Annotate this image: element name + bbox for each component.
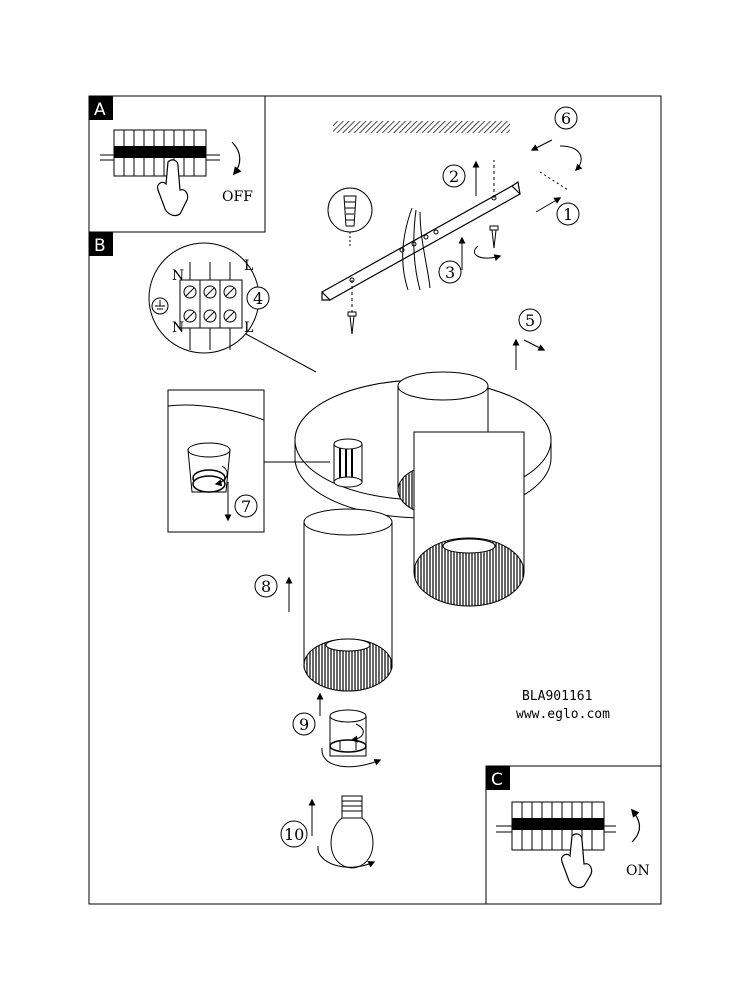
socket-zoom-panel xyxy=(167,389,330,533)
step-5: 5 xyxy=(512,308,546,370)
svg-text:7: 7 xyxy=(241,497,251,516)
svg-text:6: 6 xyxy=(561,109,571,128)
step-7: 7 xyxy=(234,494,258,518)
hand-icon xyxy=(561,833,593,889)
section-a-label: A xyxy=(94,100,106,120)
svg-text:8: 8 xyxy=(261,577,271,596)
step-1: 1 xyxy=(535,197,580,226)
page-frame xyxy=(88,95,662,905)
mounting-bracket xyxy=(321,160,521,312)
step-3: 3 xyxy=(438,236,502,284)
product-code: BLA901161 xyxy=(522,689,592,704)
terminal-l-bottom: L xyxy=(244,320,253,336)
hand-icon xyxy=(157,159,189,217)
section-c-label: C xyxy=(491,770,503,790)
off-label: OFF xyxy=(222,189,253,205)
step-6: 6 xyxy=(530,106,583,191)
product-website: www.eglo.com xyxy=(516,707,610,722)
step-9: 9 xyxy=(292,712,316,736)
ceiling-hatch xyxy=(333,121,510,133)
mains-wires xyxy=(402,207,431,291)
spotlight-cylinder xyxy=(303,508,393,692)
section-a-panel: A OFF xyxy=(88,95,266,233)
retaining-ring xyxy=(316,692,382,768)
step-8: 8 xyxy=(254,574,293,612)
step-10: 10 xyxy=(280,820,308,848)
terminal-n-bottom: N xyxy=(172,320,184,336)
canopy-lamp-socket xyxy=(333,438,363,488)
svg-text:1: 1 xyxy=(563,205,573,224)
svg-text:9: 9 xyxy=(299,715,309,734)
section-a-badge xyxy=(89,96,113,120)
earth-ground-icon xyxy=(151,297,169,315)
off-rotate-arrow-icon xyxy=(231,141,242,176)
section-b-badge xyxy=(89,232,113,256)
svg-text:5: 5 xyxy=(525,311,535,330)
terminal-block-zoom: N L N L xyxy=(148,242,317,373)
terminal-l-top: L xyxy=(244,258,253,274)
section-c-badge xyxy=(486,766,510,790)
breaker-block-c xyxy=(496,801,616,851)
on-label: ON xyxy=(626,863,650,879)
step-4: 4 xyxy=(246,286,270,310)
terminal-n-top: N xyxy=(172,268,184,284)
svg-text:3: 3 xyxy=(445,263,455,282)
spotlight-cylinder xyxy=(413,431,525,607)
on-rotate-arrow-icon xyxy=(630,808,641,843)
screw-icon xyxy=(489,225,499,249)
svg-text:10: 10 xyxy=(284,825,304,844)
screw-icon xyxy=(347,311,357,335)
breaker-block-a xyxy=(100,129,220,177)
section-c-panel: C ON xyxy=(485,765,662,905)
section-b-label: B xyxy=(94,236,106,256)
wall-plug-icon xyxy=(327,187,373,248)
svg-text:4: 4 xyxy=(253,289,263,308)
step-2: 2 xyxy=(442,160,480,196)
svg-text:2: 2 xyxy=(449,167,459,186)
light-bulb-icon xyxy=(308,795,376,869)
